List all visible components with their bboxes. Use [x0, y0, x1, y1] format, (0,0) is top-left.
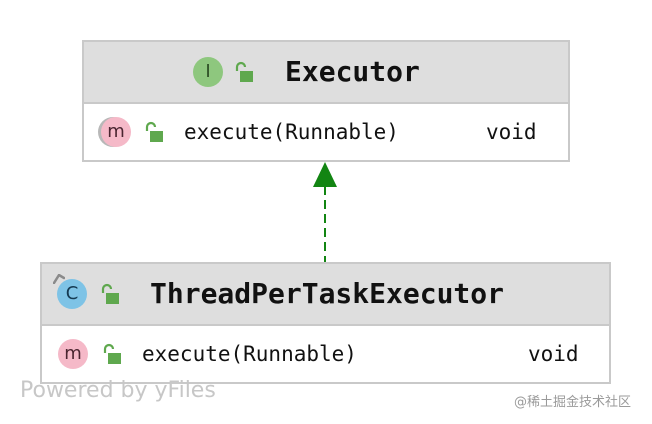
method-badge-letter: m [107, 121, 125, 142]
interface-badge-icon: I [193, 57, 223, 87]
method-badge-letter: m [64, 343, 82, 364]
class-badge-icon: C [57, 279, 87, 309]
unlocked-padlock-icon [145, 121, 163, 142]
edge-arrowhead [313, 162, 337, 187]
method-badge-icon: m [101, 117, 131, 147]
executor-method-signature: execute(Runnable) [184, 120, 399, 144]
interface-badge-letter: I [205, 61, 211, 82]
yfiles-watermark: Powered by yFiles [20, 378, 216, 403]
executor-method-return-type: void [486, 120, 537, 144]
thread-per-task-executor-method-signature: execute(Runnable) [142, 342, 357, 366]
unlocked-padlock-icon [101, 283, 119, 304]
thread-per-task-executor-node[interactable]: C ThreadPerTaskExecutor m execute(Runnab… [40, 262, 611, 384]
executor-member-row[interactable]: m execute(Runnable) void [84, 104, 568, 160]
executor-class-name: Executor [285, 55, 420, 88]
thread-per-task-executor-header: C ThreadPerTaskExecutor [42, 264, 609, 326]
unlocked-padlock-icon [103, 343, 121, 364]
thread-per-task-executor-class-name: ThreadPerTaskExecutor [150, 277, 505, 310]
thread-per-task-executor-method-return-type: void [528, 342, 579, 366]
class-badge-overlay-icon [53, 274, 65, 284]
executor-node[interactable]: I Executor m execute(Runnable) void [82, 40, 570, 162]
juejin-credit: @稀土掘金技术社区 [514, 395, 632, 410]
executor-header: I Executor [84, 42, 568, 104]
class-badge-letter: C [65, 283, 79, 304]
unlocked-padlock-icon [235, 61, 253, 82]
method-badge-icon: m [58, 339, 88, 369]
thread-per-task-executor-member-row[interactable]: m execute(Runnable) void [42, 326, 609, 382]
